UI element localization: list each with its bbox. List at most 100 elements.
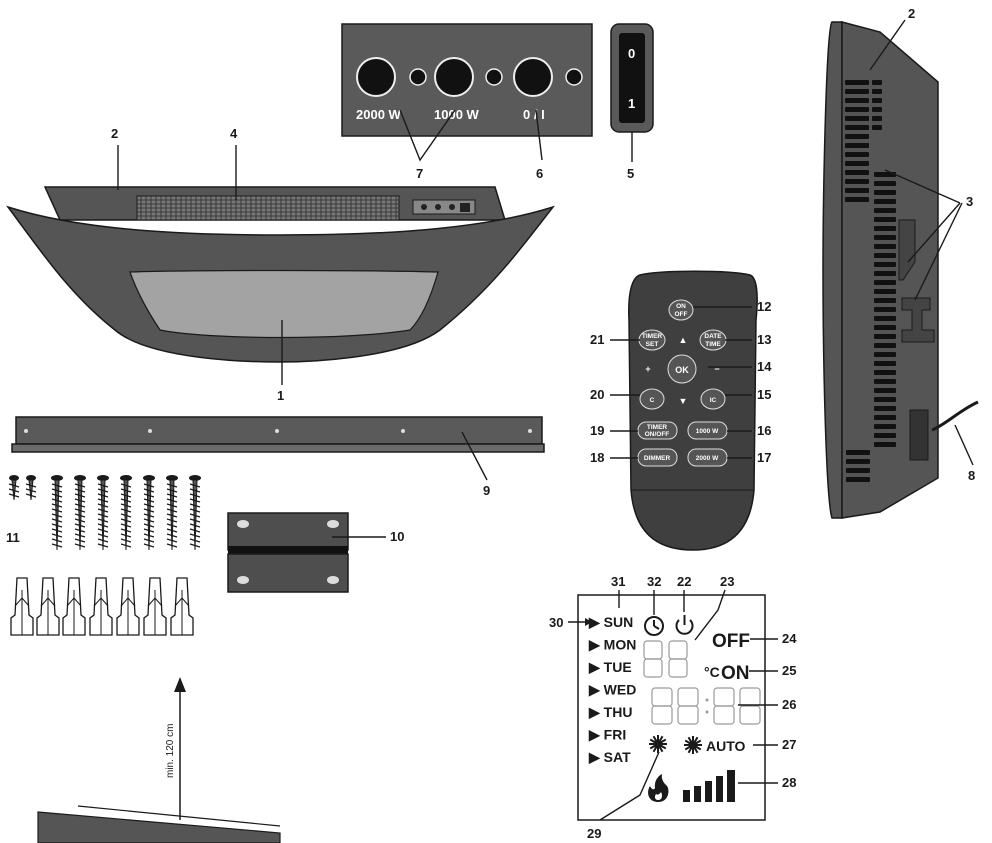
rocker-switch: 0 1	[610, 23, 654, 133]
celsius-unit: °C	[704, 664, 720, 680]
plus-button[interactable]: +	[645, 364, 650, 374]
callout-31: 31	[611, 574, 625, 589]
ok-button[interactable]: OK	[667, 354, 697, 384]
dimmer-button[interactable]: DIMMER	[637, 448, 678, 467]
on-off-button[interactable]: ON OFF	[668, 299, 694, 321]
callout-1: 1	[277, 388, 284, 403]
callout-19: 19	[590, 423, 604, 438]
callout-14: 14	[757, 359, 772, 374]
knob-2000w	[356, 57, 396, 97]
callout-23: 23	[720, 574, 734, 589]
callout-12: 12	[757, 299, 771, 314]
callout-20: 20	[590, 387, 604, 402]
small-bracket	[227, 512, 349, 593]
height-note: min. 120 cm	[165, 724, 176, 778]
svg-text:2000 W: 2000 W	[696, 455, 719, 462]
heater-side	[822, 21, 979, 519]
callout-7: 7	[416, 166, 423, 181]
callout-26: 26	[782, 697, 796, 712]
knob-power	[513, 57, 553, 97]
callout-6: 6	[536, 166, 543, 181]
lcd-day-label: ▶ SUN	[588, 614, 633, 630]
mounting-height-illustration: min. 120 cm	[37, 677, 281, 843]
indicator-light	[565, 68, 583, 86]
1000w-button[interactable]: 1000 W	[687, 421, 728, 440]
callout-32: 32	[647, 574, 661, 589]
label-2000w: 2000 W	[356, 107, 402, 122]
rocker-0: 0	[628, 46, 635, 61]
lcd-day-label: ▶ THU	[588, 704, 632, 720]
callout-27: 27	[782, 737, 796, 752]
wall-bracket	[11, 416, 545, 453]
label-1000w: 1000 W	[434, 107, 480, 122]
callout-21: 21	[590, 332, 604, 347]
svg-text:TIMER: TIMER	[642, 333, 663, 340]
sun-icon	[684, 736, 702, 754]
rocker-1: 1	[628, 96, 635, 111]
signal-bars-icon	[683, 770, 735, 802]
callout-10: 10	[390, 529, 404, 544]
svg-text:1000 W: 1000 W	[696, 428, 719, 435]
timer-set-button[interactable]: TIMER SET	[638, 329, 666, 351]
callout-3: 3	[966, 194, 973, 209]
svg-text:C: C	[650, 397, 655, 404]
label-power: 0 / I	[523, 107, 545, 122]
screws-and-plugs	[8, 475, 201, 636]
svg-text:ON/OFF: ON/OFF	[645, 431, 670, 438]
svg-text:DATE: DATE	[704, 333, 722, 340]
indicator-light	[409, 68, 427, 86]
minus-button[interactable]: −	[714, 364, 719, 374]
up-arrow-button[interactable]: ▲	[679, 335, 688, 345]
clock-icon	[644, 616, 664, 636]
lcd-display: ▶ SUN ▶ MON ▶ TUE ▶ WED ▶ THU ▶ FRI ▶ SAT °C O…	[577, 594, 766, 821]
lcd-auto: AUTO	[706, 738, 746, 754]
callout-25: 25	[782, 663, 796, 678]
callout-13: 13	[757, 332, 771, 347]
heater-front	[6, 186, 556, 363]
callout-5: 5	[627, 166, 634, 181]
svg-text:TIMER: TIMER	[647, 424, 668, 431]
callout-29: 29	[587, 826, 601, 841]
callout-16: 16	[757, 423, 771, 438]
knob-1000w	[434, 57, 474, 97]
lcd-day-label: ▶ WED	[588, 682, 636, 698]
callout-8: 8	[968, 468, 975, 483]
control-panel: 2000 W 1000 W 0 / I	[341, 23, 593, 137]
indicator-light	[485, 68, 503, 86]
svg-text:ON: ON	[676, 303, 686, 310]
lcd-on: ON	[721, 663, 750, 684]
lcd-off: OFF	[712, 631, 750, 652]
ic-button[interactable]: IC	[700, 388, 726, 410]
callout-30: 30	[549, 615, 563, 630]
svg-text:SET: SET	[646, 341, 659, 348]
lcd-day-label: ▶ TUE	[588, 659, 632, 675]
callout-11: 11	[6, 530, 20, 545]
lcd-day-label: ▶ FRI	[588, 727, 626, 743]
lcd-day-label: ▶ MON	[588, 637, 636, 653]
callout-15: 15	[757, 387, 771, 402]
temperature-digits	[643, 640, 688, 678]
callout-24: 24	[782, 631, 797, 646]
callout-17: 17	[757, 450, 771, 465]
svg-text:OK: OK	[675, 365, 689, 375]
callout-28: 28	[782, 775, 796, 790]
svg-text:IC: IC	[710, 397, 717, 404]
2000w-button[interactable]: 2000 W	[687, 448, 728, 467]
svg-text:OFF: OFF	[675, 311, 688, 318]
svg-text:TIME: TIME	[705, 341, 721, 348]
time-digits	[651, 687, 761, 725]
sun-icon	[649, 735, 667, 753]
callout-2-side: 2	[908, 6, 915, 21]
date-time-button[interactable]: DATE TIME	[699, 329, 727, 351]
remote-control: ON OFF TIMER SET DATE TIME ▲ OK + − ▼ C …	[628, 270, 758, 551]
flame-icon	[648, 774, 669, 802]
callout-2: 2	[111, 126, 118, 141]
power-icon	[675, 615, 694, 635]
c-button[interactable]: C	[639, 388, 665, 410]
callout-22: 22	[677, 574, 691, 589]
timer-onoff-button[interactable]: TIMER ON/OFF	[637, 421, 678, 440]
lcd-day-label: ▶ SAT	[588, 749, 631, 765]
down-arrow-button[interactable]: ▼	[679, 396, 688, 406]
callout-9: 9	[483, 483, 490, 498]
